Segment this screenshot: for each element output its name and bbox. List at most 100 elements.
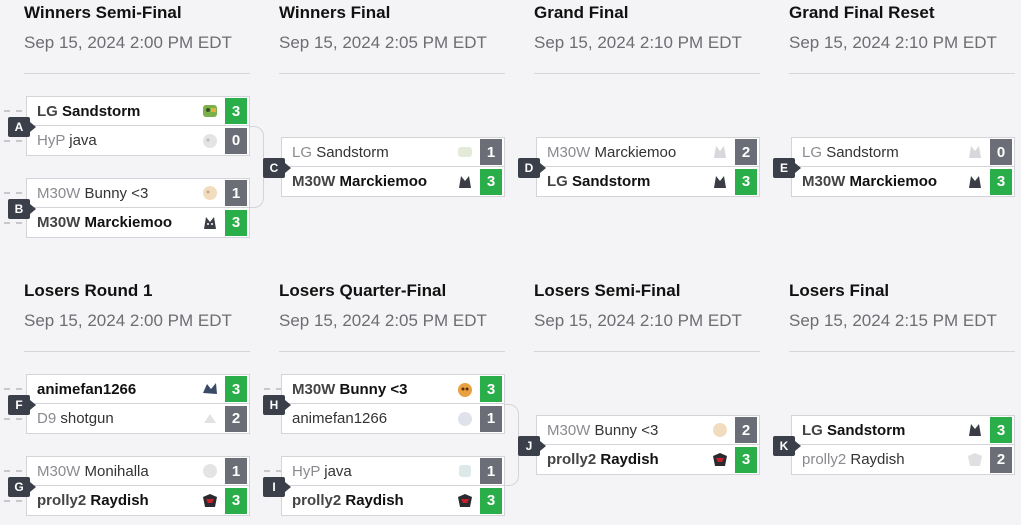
match-slot[interactable]: HyP java 1 bbox=[281, 456, 505, 486]
round-title: Losers Semi-Final bbox=[534, 281, 681, 300]
character-icon bbox=[709, 141, 731, 163]
player-name: Raydish bbox=[345, 492, 404, 509]
team-tag: HyP bbox=[292, 462, 321, 480]
match-slot[interactable]: M30W Marckiemoo 3 bbox=[791, 167, 1015, 197]
match-badge: B bbox=[8, 199, 36, 219]
match-slot[interactable]: animefan1266 1 bbox=[281, 404, 505, 434]
match-badge: J bbox=[518, 436, 546, 456]
team-tag: LG bbox=[292, 143, 313, 161]
match-k[interactable]: LG Sandstorm 3 prolly2 Raydish 2 bbox=[791, 415, 1015, 475]
match-slot[interactable]: M30W Marckiemoo 3 bbox=[281, 167, 505, 197]
team-tag: LG bbox=[37, 102, 58, 120]
round-title: Grand Final Reset bbox=[789, 3, 935, 22]
match-slot[interactable]: LG Sandstorm 3 bbox=[536, 167, 760, 197]
match-slot[interactable]: M30W Marckiemoo 3 bbox=[26, 208, 250, 238]
match-badge: C bbox=[263, 158, 291, 178]
player-name: Marckiemoo bbox=[594, 143, 677, 161]
match-slot[interactable]: prolly2 Raydish 3 bbox=[536, 445, 760, 475]
round-date: Sep 15, 2024 2:10 PM EDT bbox=[789, 33, 997, 52]
match-slot[interactable]: M30W Monihalla 1 bbox=[26, 456, 250, 486]
team-tag: prolly2 bbox=[292, 492, 342, 509]
match-slot[interactable]: M30W Bunny <3 1 bbox=[26, 178, 250, 208]
match-slot[interactable]: M30W Bunny <3 3 bbox=[281, 374, 505, 404]
divider bbox=[24, 73, 250, 74]
match-slot[interactable]: HyP java 0 bbox=[26, 126, 250, 156]
character-icon bbox=[454, 460, 476, 482]
match-badge: I bbox=[263, 477, 291, 497]
match-slot[interactable]: LG Sandstorm 3 bbox=[791, 415, 1015, 445]
score: 1 bbox=[480, 458, 502, 484]
match-badge: D bbox=[518, 158, 546, 178]
match-slot[interactable]: M30W Marckiemoo 2 bbox=[536, 137, 760, 167]
divider bbox=[24, 351, 250, 352]
team-tag: M30W bbox=[37, 184, 81, 202]
team-tag: M30W bbox=[547, 143, 591, 161]
score: 1 bbox=[480, 139, 502, 165]
player-name: Raydish bbox=[90, 492, 149, 509]
character-icon bbox=[964, 171, 986, 193]
match-i[interactable]: HyP java 1 prolly2 Raydish 3 bbox=[281, 456, 505, 516]
team-tag: prolly2 bbox=[802, 451, 847, 468]
match-a[interactable]: LG Sandstorm 3 HyP java 0 bbox=[26, 96, 250, 156]
team-tag: D9 bbox=[37, 410, 57, 427]
score: 0 bbox=[990, 139, 1012, 165]
match-slot[interactable]: M30W Bunny <3 2 bbox=[536, 415, 760, 445]
incoming-line bbox=[4, 418, 22, 420]
score: 3 bbox=[735, 446, 757, 473]
character-icon bbox=[199, 100, 221, 122]
match-slot[interactable]: prolly2 Raydish 2 bbox=[791, 445, 1015, 475]
match-g[interactable]: M30W Monihalla 1 prolly2 Raydish 3 bbox=[26, 456, 250, 516]
match-slot[interactable]: LG Sandstorm 1 bbox=[281, 137, 505, 167]
match-badge: K bbox=[773, 436, 801, 456]
team-tag: M30W bbox=[37, 214, 81, 231]
score: 0 bbox=[225, 127, 247, 154]
team-tag: prolly2 bbox=[547, 451, 597, 468]
team-tag: M30W bbox=[547, 421, 591, 439]
character-icon bbox=[199, 378, 221, 400]
character-icon bbox=[709, 419, 731, 441]
match-slot[interactable]: animefan1266 3 bbox=[26, 374, 250, 404]
score: 2 bbox=[990, 446, 1012, 473]
incoming-line bbox=[4, 388, 22, 390]
match-slot[interactable]: prolly2 Raydish 3 bbox=[26, 486, 250, 516]
player-name: Sandstorm bbox=[827, 421, 906, 439]
match-h[interactable]: M30W Bunny <3 3 animefan1266 1 bbox=[281, 374, 505, 434]
match-c[interactable]: LG Sandstorm 1 M30W Marckiemoo 3 bbox=[281, 137, 505, 197]
match-slot[interactable]: LG Sandstorm 3 bbox=[26, 96, 250, 126]
match-j[interactable]: M30W Bunny <3 2 prolly2 Raydish 3 bbox=[536, 415, 760, 475]
character-icon bbox=[454, 141, 476, 163]
character-icon bbox=[454, 490, 476, 512]
match-e[interactable]: LG Sandstorm 0 M30W Marckiemoo 3 bbox=[791, 137, 1015, 197]
score: 1 bbox=[225, 458, 247, 484]
divider bbox=[789, 351, 1015, 352]
score: 3 bbox=[990, 168, 1012, 195]
character-icon bbox=[964, 449, 986, 471]
player-name: java bbox=[324, 462, 352, 480]
team-tag: M30W bbox=[802, 173, 846, 190]
divider bbox=[534, 351, 760, 352]
team-tag: LG bbox=[802, 421, 823, 439]
match-d[interactable]: M30W Marckiemoo 2 LG Sandstorm 3 bbox=[536, 137, 760, 197]
round-title: Grand Final bbox=[534, 3, 629, 22]
player-name: Bunny <3 bbox=[339, 380, 408, 398]
player-name: Marckiemoo bbox=[84, 214, 173, 231]
score: 3 bbox=[225, 376, 247, 402]
match-slot[interactable]: prolly2 Raydish 3 bbox=[281, 486, 505, 516]
player-name: animefan1266 bbox=[292, 410, 388, 427]
match-slot[interactable]: LG Sandstorm 0 bbox=[791, 137, 1015, 167]
round-date: Sep 15, 2024 2:00 PM EDT bbox=[24, 311, 232, 330]
match-badge: G bbox=[8, 477, 36, 497]
player-name: animefan1266 bbox=[37, 380, 137, 398]
match-b[interactable]: M30W Bunny <3 1 M30W Marckiemoo 3 bbox=[26, 178, 250, 238]
match-f[interactable]: animefan1266 3 D9 shotgun 2 bbox=[26, 374, 250, 434]
player-name: Sandstorm bbox=[62, 102, 141, 120]
round-title: Losers Round 1 bbox=[24, 281, 153, 300]
player-name: Bunny <3 bbox=[594, 421, 659, 439]
score: 1 bbox=[480, 405, 502, 432]
match-slot[interactable]: D9 shotgun 2 bbox=[26, 404, 250, 434]
character-icon bbox=[964, 141, 986, 163]
incoming-line bbox=[4, 470, 22, 472]
divider bbox=[789, 73, 1015, 74]
player-name: Marckiemoo bbox=[849, 173, 938, 190]
score: 3 bbox=[990, 417, 1012, 443]
